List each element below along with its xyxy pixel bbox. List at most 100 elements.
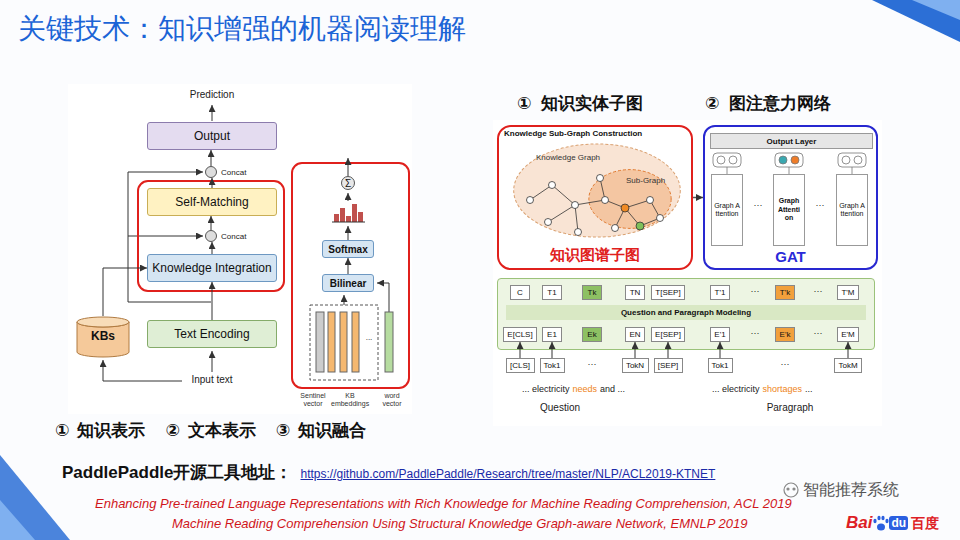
connector bbox=[212, 178, 213, 188]
token-box: T'k bbox=[775, 285, 795, 300]
node-text: Output bbox=[194, 129, 230, 143]
attention-bars bbox=[340, 208, 345, 222]
label-text: 知识实体子图 bbox=[541, 94, 643, 114]
wechat-icon bbox=[787, 488, 789, 490]
label-text: Machine Reading Comprehension Using Stru… bbox=[172, 516, 747, 532]
baidu-paw bbox=[873, 519, 876, 523]
attention-column: Graph Attention bbox=[836, 174, 868, 246]
node-text: C bbox=[517, 288, 523, 297]
vector-bars bbox=[340, 312, 347, 372]
connector bbox=[693, 197, 703, 199]
node-text: T'M bbox=[841, 288, 854, 297]
subgraph-panel: Knowledge Sub-Graph Construction知识图谱子图Kn… bbox=[497, 125, 693, 270]
process-box: Bilinear bbox=[322, 274, 374, 292]
node-text: EN bbox=[629, 330, 640, 339]
graph-dots bbox=[657, 215, 664, 222]
label-text: du bbox=[889, 516, 908, 530]
concat-circle: Concat bbox=[205, 230, 217, 242]
output-units bbox=[775, 153, 803, 167]
label-text: 知识融合 bbox=[298, 421, 366, 441]
label-text: ··· bbox=[814, 286, 823, 297]
graph-dots bbox=[527, 197, 534, 204]
connector bbox=[848, 342, 849, 358]
connector bbox=[212, 242, 213, 254]
arch-lines bbox=[128, 236, 203, 237]
label-text: ... bbox=[805, 384, 813, 395]
node-text: TokM bbox=[838, 361, 857, 370]
output-units bbox=[779, 156, 787, 164]
label-text: https://github.com/PaddlePaddle/Research… bbox=[300, 467, 715, 481]
connector bbox=[520, 342, 521, 358]
graph-dots bbox=[572, 202, 579, 209]
node-text: T'k bbox=[780, 288, 790, 297]
graph-dots bbox=[549, 182, 556, 189]
label-text: ① bbox=[55, 421, 69, 441]
node-text: Ek bbox=[587, 330, 596, 339]
connector bbox=[668, 342, 669, 358]
node-text: Knowledge Integration bbox=[152, 261, 271, 275]
output-box: Output bbox=[147, 122, 277, 150]
graph-dots bbox=[602, 197, 609, 204]
node-text: Graph Attention bbox=[714, 202, 740, 219]
node-text: TN bbox=[630, 288, 641, 297]
graph-ellipse: Knowledge GraphSub-Graph bbox=[512, 143, 682, 238]
baidu-paw bbox=[877, 516, 880, 520]
vector-bars bbox=[352, 312, 359, 372]
ellipse-shape bbox=[514, 144, 681, 237]
label-text: ② bbox=[165, 421, 179, 441]
output-layer-band: Output Layer bbox=[710, 133, 873, 149]
output-units bbox=[729, 156, 737, 164]
process-box: Softmax bbox=[322, 240, 374, 258]
node-text: Tok1 bbox=[544, 361, 561, 370]
connector bbox=[212, 282, 213, 320]
label-text: Enhancing Pre-trained Language Represent… bbox=[95, 496, 792, 512]
embedding-box: E1 bbox=[542, 327, 562, 342]
node-text: E[CLS] bbox=[507, 330, 532, 339]
label-text: Input text bbox=[191, 374, 232, 386]
connector bbox=[348, 258, 349, 274]
attention-bars bbox=[332, 222, 365, 223]
attention-bars bbox=[358, 212, 363, 222]
label-text: ... bbox=[366, 333, 373, 343]
label-text: ··· bbox=[588, 359, 597, 370]
node-text: T'1 bbox=[715, 288, 726, 297]
token-box: T'1 bbox=[710, 285, 730, 300]
arch-lines bbox=[103, 360, 182, 381]
gat-panel: GATOutput LayerGraph AttentionGraph Atte… bbox=[703, 125, 878, 270]
graph-dots bbox=[621, 204, 629, 212]
vector-bars bbox=[316, 312, 324, 372]
node-text: Concat bbox=[221, 168, 246, 177]
label-text: ③ bbox=[276, 421, 290, 441]
token-box: T1 bbox=[542, 285, 562, 300]
input-token: TokN bbox=[622, 358, 649, 373]
graph-dots bbox=[636, 222, 644, 230]
kb-cylinder: KBs bbox=[76, 316, 130, 358]
label-text: Sentinel vector bbox=[298, 392, 328, 408]
node-text: E[SEP] bbox=[655, 330, 681, 339]
embedding-box: EN bbox=[625, 327, 645, 342]
vector-bars bbox=[328, 312, 335, 372]
output-units bbox=[717, 156, 725, 164]
connector bbox=[211, 216, 212, 230]
label-text: Paragraph bbox=[767, 402, 814, 414]
node-text: Tok1 bbox=[712, 361, 729, 370]
wechat-icon bbox=[793, 488, 795, 490]
embedding-box: E'k bbox=[775, 327, 795, 342]
cylinder-top bbox=[77, 317, 129, 327]
embedding-box: E'1 bbox=[710, 327, 730, 342]
wechat-icon bbox=[784, 483, 798, 497]
baidu-paw bbox=[881, 516, 884, 520]
highlight-outline bbox=[138, 181, 284, 291]
label-text: 智能推荐系统 bbox=[803, 480, 899, 499]
label-text: 图注意力网络 bbox=[729, 94, 831, 114]
node-text: TokN bbox=[626, 361, 644, 370]
attention-bars bbox=[352, 204, 357, 222]
output-units bbox=[713, 153, 741, 167]
label-text: Question bbox=[540, 402, 580, 414]
vector-bars bbox=[385, 312, 393, 372]
node-text: [SEP] bbox=[658, 361, 678, 370]
process-box: Text Encoding bbox=[147, 320, 277, 348]
label-text: needs bbox=[573, 384, 598, 395]
